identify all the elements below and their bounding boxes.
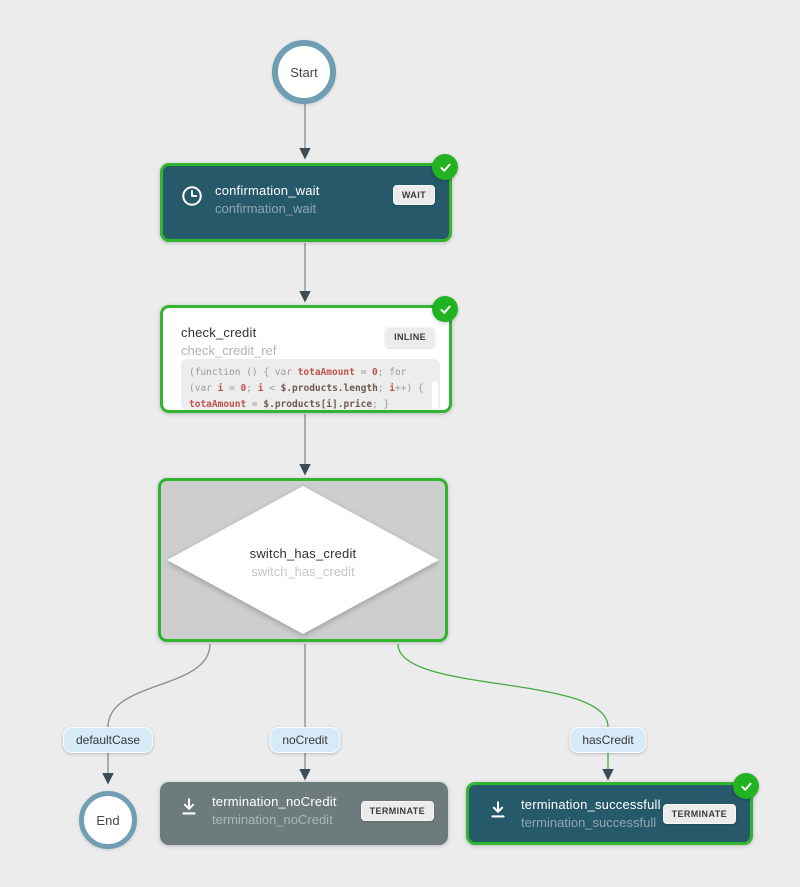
edge-switch-to-defaultcase <box>107 643 211 728</box>
wait-clock-icon <box>181 185 203 207</box>
code-scrollbar[interactable] <box>432 381 438 410</box>
task-title: check_credit <box>181 325 257 340</box>
task-title: termination_noCredit <box>212 794 337 809</box>
task-subtitle: confirmation_wait <box>215 201 317 216</box>
task-node-confirmation-wait[interactable]: confirmation_wait confirmation_wait WAIT <box>160 154 458 242</box>
task-subtitle: termination_noCredit <box>212 812 333 827</box>
task-title: confirmation_wait <box>215 183 320 198</box>
terminate-download-icon <box>178 796 200 818</box>
task-node-check-credit[interactable]: check_credit check_credit_ref INLINE (fu… <box>160 296 458 413</box>
edge-label-nocredit: noCredit <box>269 727 341 753</box>
task-subtitle: termination_successfull <box>521 815 657 830</box>
task-node-switch-has-credit[interactable]: switch_has_credit switch_has_credit <box>158 478 448 642</box>
terminate-download-icon <box>487 799 509 821</box>
task-subtitle: check_credit_ref <box>181 343 277 358</box>
task-type-badge: TERMINATE <box>662 804 736 824</box>
task-node-termination-nocredit[interactable]: termination_noCredit termination_noCredi… <box>160 782 448 845</box>
edge-label-defaultcase: defaultCase <box>62 727 154 753</box>
task-subtitle: switch_has_credit <box>251 564 355 579</box>
task-title: switch_has_credit <box>249 546 357 561</box>
task-title: termination_successfull <box>521 797 661 812</box>
task-node-termination-successfull[interactable]: termination_successfull termination_succ… <box>466 773 759 845</box>
success-check-icon <box>432 154 458 180</box>
end-label: End <box>96 812 120 828</box>
success-check-icon <box>733 773 759 799</box>
edge-switch-to-hascredit <box>397 643 609 728</box>
end-node[interactable]: End <box>79 791 137 849</box>
inline-code-snippet[interactable]: (function () { var totaAmount = 0; for(v… <box>181 359 440 410</box>
start-label: Start <box>290 64 318 80</box>
task-type-badge: WAIT <box>392 185 435 205</box>
task-type-badge: INLINE <box>385 327 435 347</box>
edge-label-hascredit: hasCredit <box>569 727 647 753</box>
code-block: (function () { var totaAmount = 0; for(v… <box>189 367 424 410</box>
decision-diamond <box>167 486 439 634</box>
task-type-badge: TERMINATE <box>360 801 434 821</box>
success-check-icon <box>432 296 458 322</box>
start-node[interactable]: Start <box>272 40 336 104</box>
